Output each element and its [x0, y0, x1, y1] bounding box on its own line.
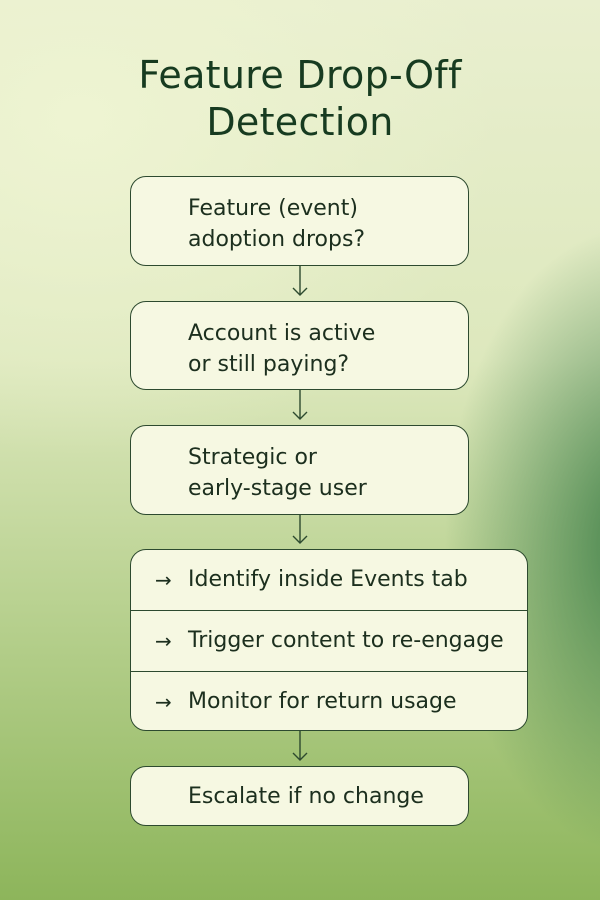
- diagram-title: Feature Drop-Off Detection: [0, 52, 600, 146]
- connector-arrow: [292, 515, 308, 544]
- node-text: Feature (event) adoption drops?: [188, 193, 365, 255]
- right-arrow-icon: →: [155, 629, 172, 653]
- node-text: Account is active or still paying?: [188, 318, 375, 380]
- flow-node-strategic-user: Strategic or early-stage user: [130, 425, 469, 515]
- right-arrow-icon: →: [155, 690, 172, 714]
- right-arrow-icon: →: [155, 568, 172, 592]
- flow-node-adoption-drops: Feature (event) adoption drops?: [130, 176, 469, 266]
- action-row-monitor: → Monitor for return usage: [131, 671, 527, 730]
- connector-arrow: [292, 390, 308, 420]
- node-line: Strategic or: [188, 445, 317, 470]
- connector-arrow: [292, 266, 308, 296]
- node-line: adoption drops?: [188, 227, 366, 252]
- action-text: Trigger content to re-engage: [188, 628, 504, 653]
- action-text: Identify inside Events tab: [188, 567, 468, 592]
- flow-node-account-active: Account is active or still paying?: [130, 301, 469, 390]
- node-text: Strategic or early-stage user: [188, 442, 367, 504]
- node-line: early-stage user: [188, 476, 367, 501]
- action-row-trigger: → Trigger content to re-engage: [131, 610, 527, 671]
- action-row-identify: → Identify inside Events tab: [131, 550, 527, 610]
- action-steps-box: → Identify inside Events tab → Trigger c…: [130, 549, 528, 731]
- node-line: or still paying?: [188, 352, 350, 377]
- flow-node-escalate: Escalate if no change: [130, 766, 469, 826]
- node-line: Account is active: [188, 321, 376, 346]
- connector-arrow: [292, 731, 308, 761]
- title-line-2: Detection: [206, 100, 394, 144]
- action-text: Monitor for return usage: [188, 689, 457, 714]
- node-line: Feature (event): [188, 196, 358, 221]
- node-text: Escalate if no change: [188, 784, 424, 809]
- title-line-1: Feature Drop-Off: [138, 53, 462, 97]
